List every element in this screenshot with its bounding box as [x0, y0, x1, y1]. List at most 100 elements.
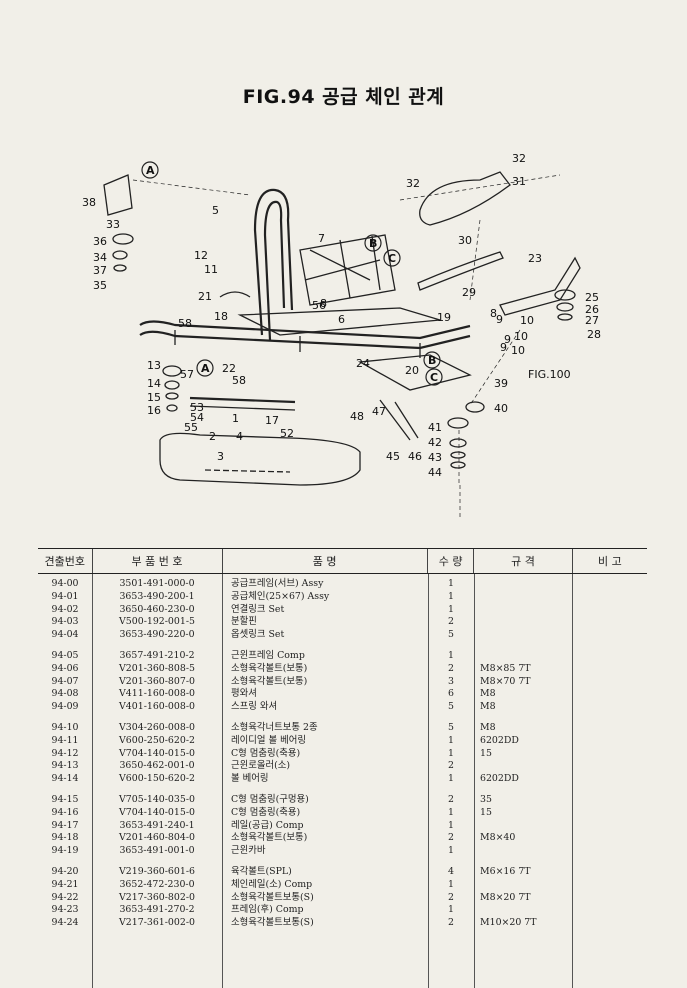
spec-cell: [474, 820, 572, 833]
reference-mark: A: [146, 164, 155, 177]
ref-no-cell: 94-15: [51, 793, 79, 805]
qty-cell: 1: [448, 590, 454, 602]
callout-number: 31: [512, 175, 526, 188]
reference-mark-circle: [364, 234, 382, 252]
part-name-cell: 분할핀: [231, 616, 257, 628]
part-name-cell: 프레임(후) Comp: [231, 904, 304, 916]
ref-no-cell: 94-19: [51, 845, 79, 857]
qty-cell: 1: [448, 603, 454, 615]
reference-mark-circle: [423, 351, 441, 369]
callout-number: 20: [405, 364, 419, 377]
header-qty: 수 량: [426, 549, 474, 573]
part-name-cell: 근윈프레임 Comp: [231, 649, 305, 661]
spec-cell: M8×20 7T: [480, 891, 531, 903]
ref-no-cell: 94-08: [51, 688, 79, 700]
part-no-cell: V600-150-620-2: [119, 773, 195, 785]
remarks-cell: [572, 735, 647, 748]
qty-cell: 1: [448, 819, 454, 831]
reference-mark: C: [388, 252, 396, 265]
ref-no-cell: 94-04: [51, 629, 79, 641]
spec-cell: 35: [480, 793, 492, 805]
part-name-cell: 소형육각볼트(보통): [231, 662, 308, 674]
ref-no-cell: 94-10: [51, 721, 79, 733]
spec-cell: 6202DD: [480, 734, 519, 746]
callout-number: 19: [437, 311, 451, 324]
reference-mark-circle: [196, 359, 214, 377]
ref-no-cell: 94-14: [51, 773, 79, 785]
callout-number: 34: [93, 251, 107, 264]
part-no-cell: 3653-491-270-2: [119, 904, 195, 916]
part-no-cell: 3650-462-001-0: [119, 760, 195, 772]
qty-cell: 5: [448, 721, 454, 733]
callout-number: 30: [458, 234, 472, 247]
spec-cell: M8: [480, 701, 496, 713]
remarks-cell: [572, 832, 647, 845]
ref-no-cell: 94-23: [51, 904, 79, 916]
callout-number: 45: [386, 450, 400, 463]
part-no-cell: V704-140-015-0: [119, 747, 195, 759]
ref-no-cell: 94-09: [51, 701, 79, 713]
remarks-cell: [572, 676, 647, 689]
part-name-cell: C형 멈춤링(구멍용): [231, 793, 309, 805]
callout-number: 14: [147, 377, 161, 390]
remarks-cell: [572, 866, 647, 879]
callout-number: 4: [236, 430, 243, 443]
header-part-no: 부 품 번 호: [91, 549, 222, 573]
callout-number: 48: [350, 410, 364, 423]
remarks-cell: [572, 760, 647, 773]
callout-number: 32: [406, 177, 420, 190]
spec-cell: M8×70 7T: [480, 675, 531, 687]
figure-title: FIG.94 공급 체인 관계: [242, 86, 445, 108]
part-no-cell: V600-250-620-2: [119, 734, 195, 746]
part-no-cell: V219-360-601-6: [119, 865, 195, 877]
reference-mark: B: [428, 354, 436, 367]
spec-cell: 6202DD: [480, 773, 519, 785]
remarks-cell: [572, 845, 647, 858]
remarks-cell: [572, 879, 647, 892]
spec-cell: [474, 760, 572, 773]
part-name-cell: 소형육각볼트보통(S): [231, 891, 314, 903]
callout-number: 58: [232, 374, 246, 387]
spec-cell: M6×16 7T: [480, 865, 531, 877]
reference-mark: B: [369, 237, 377, 250]
callout-number: 29: [462, 286, 476, 299]
qty-cell: 1: [448, 747, 454, 759]
qty-cell: 1: [448, 878, 454, 890]
callout-number: 10: [511, 344, 525, 357]
table-header: 견출번호 부 품 번 호 품 명 수 량 규 격 비 고: [38, 548, 647, 574]
spec-cell: [474, 604, 572, 617]
callout-number: 9: [504, 333, 511, 346]
callout-number: 25: [585, 291, 599, 304]
header-remarks: 비 고: [571, 549, 647, 573]
part-no-cell: 3653-490-220-0: [119, 629, 195, 641]
part-no-cell: V217-361-002-0: [119, 917, 195, 929]
header-ref-no: 견출번호: [44, 555, 86, 568]
remarks-cell: [572, 616, 647, 629]
qty-cell: 3: [448, 675, 454, 687]
callout-number: 8: [490, 307, 497, 320]
ref-no-cell: 94-24: [51, 917, 79, 929]
qty-cell: 1: [448, 578, 454, 589]
callout-number: 11: [204, 263, 218, 276]
callout-number: 6: [338, 313, 345, 326]
ref-no-cell: 94-13: [51, 760, 79, 772]
part-no-cell: V401-160-008-0: [119, 701, 195, 713]
callout-number: 28: [587, 328, 601, 341]
figure-reference: FIG.100: [528, 368, 571, 381]
qty-cell: 1: [448, 773, 454, 785]
callout-number: 16: [147, 404, 161, 417]
callout-number: 56: [312, 299, 326, 312]
part-name-cell: 근윈카바: [231, 845, 266, 857]
callout-number: 18: [214, 310, 228, 323]
qty-cell: 4: [448, 865, 454, 877]
callout-number: 35: [93, 279, 107, 292]
